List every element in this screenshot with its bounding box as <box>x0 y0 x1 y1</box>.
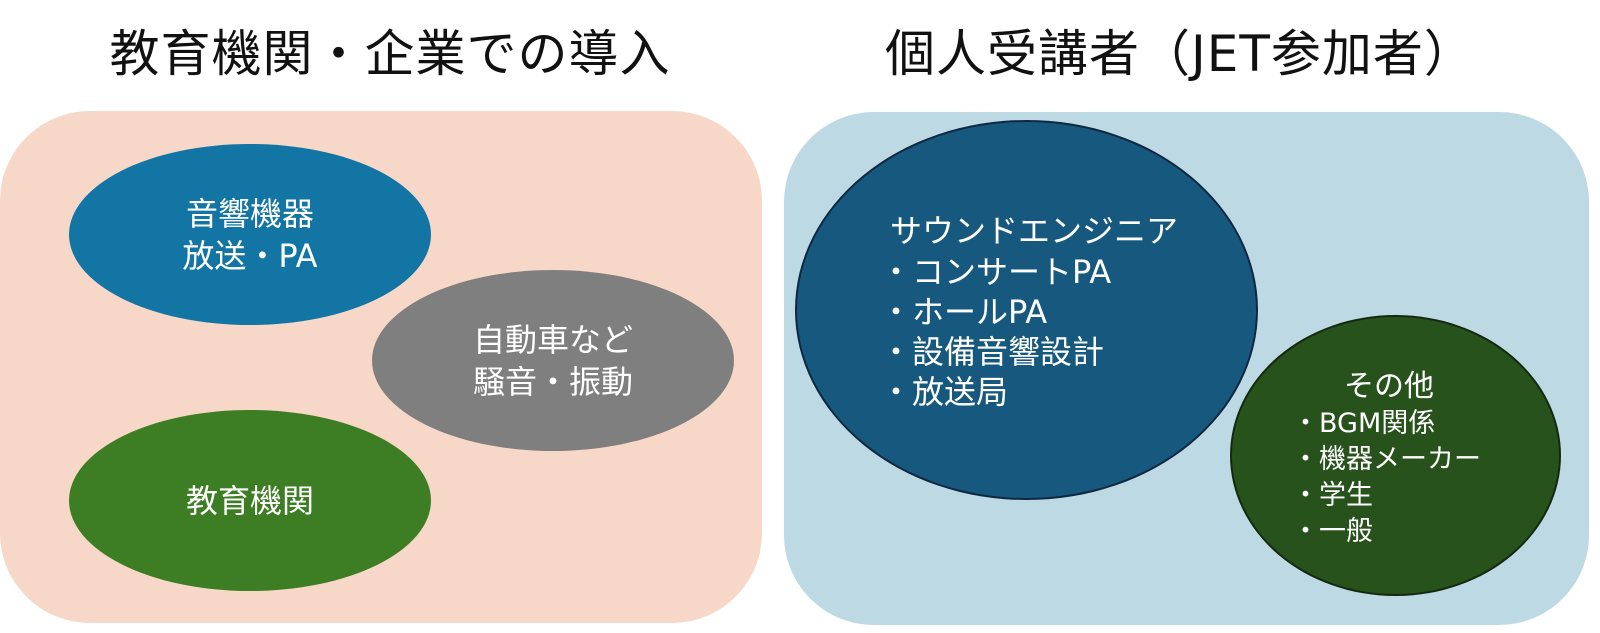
other-item-general: ・一般 <box>1292 516 1373 547</box>
automotive-ellipse: 自動車など 騒音・振動 <box>372 270 734 451</box>
other-item-bgm: ・BGM関係 <box>1292 408 1436 439</box>
education-ellipse: 教育機関 <box>69 410 431 591</box>
other-ellipse <box>1230 315 1561 596</box>
engineer-item-broadcaster: ・放送局 <box>880 373 1009 411</box>
engineer-item-facility-design: ・設備音響設計 <box>880 333 1105 371</box>
sound-engineer-ellipse <box>795 120 1258 500</box>
audio-equipment-ellipse: 音響機器 放送・PA <box>69 144 431 325</box>
other-item-student: ・学生 <box>1292 480 1373 511</box>
broadcast-pa-label: 放送・PA <box>182 236 318 275</box>
automotive-label: 自動車など <box>472 320 633 359</box>
engineer-item-concert-pa: ・コンサートPA <box>880 253 1112 291</box>
heading-individual-learners: 個人受講者（JET参加者） <box>885 25 1475 83</box>
noise-vibration-label: 騒音・振動 <box>472 362 633 401</box>
heading-institutional-adoption: 教育機関・企業での導入 <box>109 25 671 83</box>
other-text: その他 ・BGM関係 ・機器メーカー ・学生 ・一般 <box>1292 368 1481 550</box>
other-item-manufacturer: ・機器メーカー <box>1292 444 1481 475</box>
sound-engineer-title: サウンドエンジニア <box>890 212 1179 250</box>
education-label: 教育機関 <box>185 481 314 520</box>
sound-engineer-text: サウンドエンジニア ・コンサートPA ・ホールPA ・設備音響設計 ・放送局 <box>880 210 1178 412</box>
engineer-item-hall-pa: ・ホールPA <box>880 293 1048 331</box>
audio-equipment-label: 音響機器 <box>185 194 314 233</box>
other-title: その他 <box>1344 369 1434 404</box>
